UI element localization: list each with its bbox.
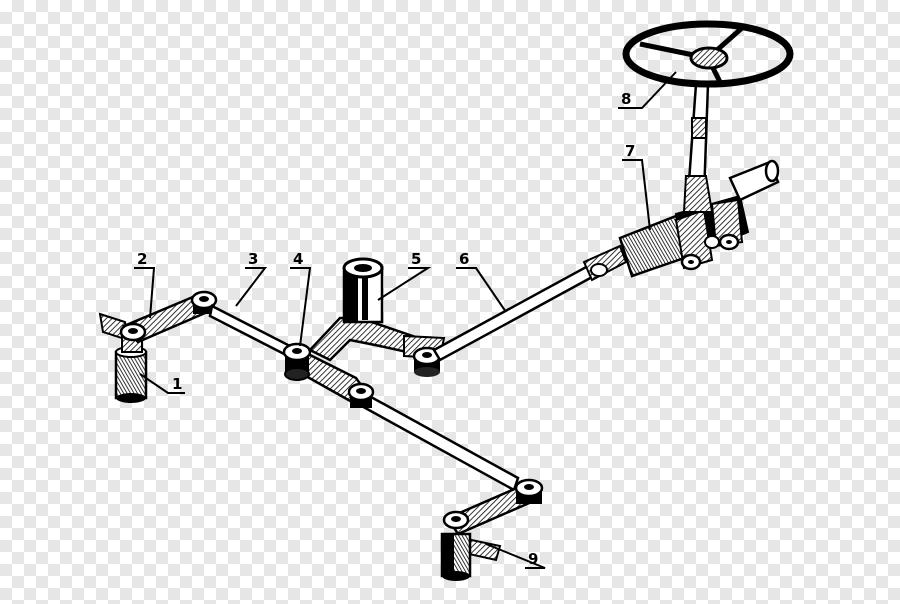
callout-8: 8 (621, 90, 631, 108)
idler-arm (282, 342, 375, 408)
callout-2: 2 (137, 250, 147, 268)
right-steering-arm (442, 478, 544, 536)
right-steering-knuckle (440, 532, 502, 581)
steering-column (682, 82, 714, 213)
steering-gear (618, 159, 780, 278)
callout-7: 7 (625, 142, 635, 160)
pendulum-bracket (307, 257, 446, 377)
callout-1: 1 (172, 375, 182, 393)
drag-link (432, 244, 628, 362)
callout-labels: 1 2 3 4 5 6 7 8 9 (137, 90, 635, 568)
lower-tie-rod (356, 390, 520, 492)
left-side-rod (208, 304, 292, 358)
callout-6: 6 (459, 250, 469, 268)
callout-4: 4 (293, 250, 303, 268)
callout-5: 5 (411, 250, 421, 268)
left-steering-arm (119, 290, 218, 344)
callout-3: 3 (248, 250, 258, 268)
steering-wheel (622, 20, 794, 88)
leader-lines (134, 71, 677, 569)
callout-9: 9 (528, 550, 538, 568)
